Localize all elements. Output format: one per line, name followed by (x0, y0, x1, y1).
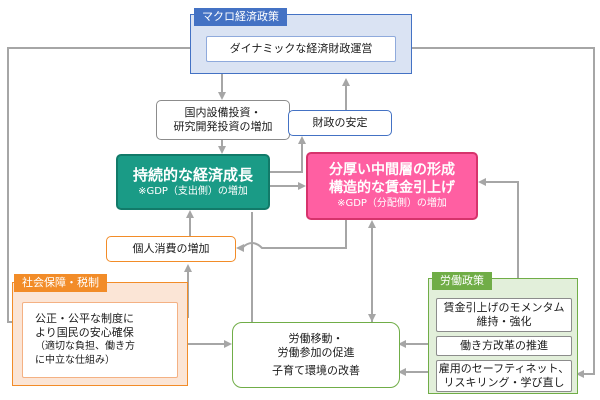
safety-line2: リスキリング・学び直し (443, 376, 565, 389)
macro-label: マクロ経済政策 (194, 8, 287, 26)
social-box: 公正・公平な制度に より国民の安心確保 （適切な負担、働き方 に中立な仕組み） (22, 302, 178, 378)
wage-momentum-box: 賃金引上げのモメンタム 維持・強化 (436, 298, 572, 332)
reform-text: 働き方改革の推進 (460, 339, 548, 352)
investment-line1: 国内設備投資・ (184, 106, 262, 119)
fiscal-text: 財政の安定 (312, 116, 368, 129)
safety-line1: 雇用のセーフティネット、 (438, 362, 570, 375)
social-line3: （適切な負担、働き方 (35, 341, 135, 352)
wage-line2: 維持・強化 (476, 315, 532, 328)
investment-box: 国内設備投資・ 研究開発投資の増加 (156, 100, 290, 140)
labor-move-box: 労働移動・ 労働参加の促進 子育て環境の改善 (232, 322, 400, 388)
labor-move-line3: 子育て環境の改善 (272, 364, 360, 377)
social-line2: より国民の安心確保 (35, 326, 134, 339)
growth-title: 持続的な経済成長 (132, 166, 253, 184)
labor-label: 労働政策 (432, 272, 492, 290)
middle-class-box: 分厚い中間層の形成 構造的な賃金引上げ ※GDP（分配側）の増加 (306, 152, 478, 220)
growth-sub: ※GDP（支出側）の増加 (138, 186, 248, 197)
labor-move-line1: 労働移動・ (288, 332, 344, 345)
dynamic-policy-box: ダイナミックな経済財政運営 (206, 36, 396, 62)
safety-net-box: 雇用のセーフティネット、 リスキリング・学び直し (436, 360, 572, 392)
wage-line1: 賃金引上げのモメンタム (443, 301, 565, 314)
dynamic-policy-text: ダイナミックな経済財政運営 (229, 42, 373, 55)
middle-line1: 分厚い中間層の形成 (329, 162, 455, 178)
middle-sub: ※GDP（分配側）の増加 (337, 198, 447, 209)
work-reform-box: 働き方改革の推進 (436, 336, 572, 356)
consumption-box: 個人消費の増加 (106, 236, 236, 262)
social-label: 社会保障・税制 (14, 274, 107, 292)
social-line4: に中立な仕組み） (35, 355, 115, 366)
social-line1: 公正・公平な制度に (35, 312, 134, 325)
labor-move-line2: 労働参加の促進 (277, 346, 355, 359)
investment-line2: 研究開発投資の増加 (173, 120, 273, 133)
growth-box: 持続的な経済成長 ※GDP（支出側）の増加 (116, 154, 270, 210)
fiscal-box: 財政の安定 (288, 110, 392, 136)
consumption-text: 個人消費の増加 (132, 242, 210, 255)
middle-line2: 構造的な賃金引上げ (329, 180, 455, 196)
